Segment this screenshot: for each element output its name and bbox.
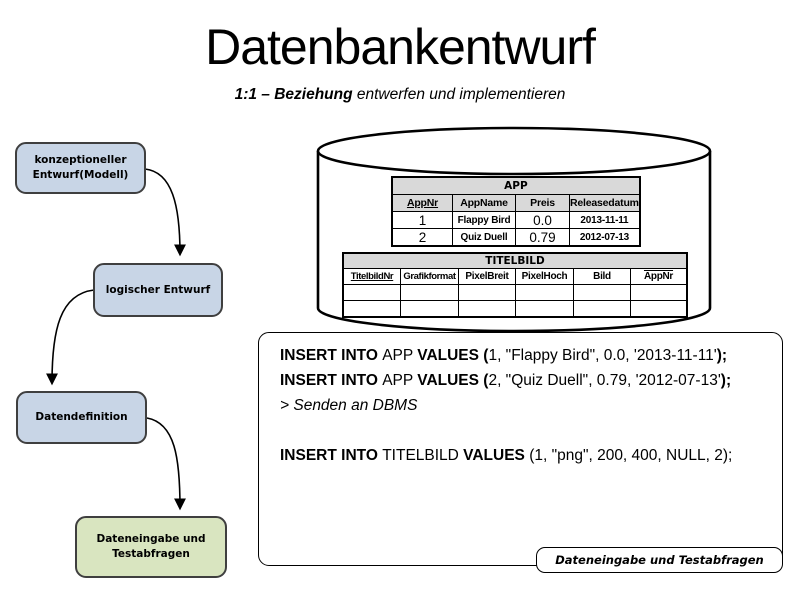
column-header-releasedatum: Releasedatum: [569, 194, 640, 212]
empty-cell: [400, 300, 459, 317]
empty-cell: [630, 300, 687, 317]
cell: Flappy Bird: [452, 211, 516, 229]
sql-code-box: INSERT INTO APP VALUES (1, "Flappy Bird"…: [258, 332, 783, 566]
sql-line-2: INSERT INTO APP VALUES (2, "Quiz Duell",…: [280, 368, 782, 393]
empty-cell: [573, 284, 631, 301]
cell: 0.0: [515, 211, 570, 229]
sql-keyword: INSERT INTO: [280, 447, 383, 464]
sql-keyword: INSERT INTO: [280, 372, 383, 389]
slide-subtitle: 1:1 – Beziehung entwerfen und implementi…: [0, 86, 800, 104]
sql-table-name: APP: [382, 372, 418, 389]
cell: Quiz Duell: [452, 228, 516, 246]
app-header-row: AppNr AppName Preis Releasedatum: [392, 194, 640, 212]
column-header-preis: Preis: [515, 194, 570, 212]
sql-table-name: TITELBILD: [382, 447, 464, 464]
column-header-appnr: AppNr: [392, 194, 453, 212]
sql-keyword: INSERT INTO: [280, 347, 383, 364]
column-header-grafikformat: Grafikformat: [400, 268, 459, 285]
app-table: APP AppNr AppName Preis Releasedatum 1 F…: [391, 176, 641, 247]
sql-note-senden-an-dbms: > Senden an DBMS: [280, 397, 418, 414]
cell: 2012-07-13: [569, 228, 640, 246]
empty-cell: [458, 284, 516, 301]
flow-node-dateneingabe-testabfragen: Dateneingabe und Testabfragen: [75, 516, 227, 578]
flow-node-label: konzeptioneller Entwurf(Modell): [32, 154, 129, 181]
empty-cell: [458, 300, 516, 317]
empty-cell: [400, 284, 459, 301]
sql-table-name: APP: [382, 347, 418, 364]
empty-cell: [573, 300, 631, 317]
empty-cell: [343, 284, 401, 301]
sql-line-4: INSERT INTO TITELBILD VALUES (1, "png", …: [280, 443, 782, 468]
sql-values: (1, "png", 200, 400, NULL, 2);: [529, 447, 733, 464]
cell: 1: [392, 211, 453, 229]
sql-keyword: VALUES: [463, 447, 530, 464]
app-table-title: APP: [392, 177, 640, 195]
flow-node-label: logischer Entwurf: [105, 283, 211, 296]
subtitle-emphasis: 1:1 – Beziehung: [234, 86, 353, 103]
empty-cell: [515, 300, 574, 317]
table-row: 1 Flappy Bird 0.0 2013-11-11: [392, 211, 640, 229]
flow-node-label: Dateneingabe und Testabfragen: [96, 533, 206, 560]
cell: 2: [392, 228, 453, 246]
titelbild-table-title: TITELBILD: [343, 253, 687, 269]
column-header-appname: AppName: [452, 194, 516, 212]
table-row: 2 Quiz Duell 0.79 2012-07-13: [392, 228, 640, 246]
cell: 0.79: [515, 228, 570, 246]
sql-values: 1, "Flappy Bird", 0.0, '2013-11-11': [488, 347, 717, 364]
sql-terminator: );: [720, 372, 732, 389]
empty-cell: [515, 284, 574, 301]
footer-label: Dateneingabe und Testabfragen: [536, 547, 783, 573]
titelbild-header-row: TitelbildNr Grafikformat PixelBreit Pixe…: [343, 268, 687, 285]
column-header-pixelhoch: PixelHoch: [515, 268, 574, 285]
sql-values: 2, "Quiz Duell", 0.79, '2012-07-13': [488, 372, 721, 389]
flow-node-konzeptioneller-entwurf: konzeptioneller Entwurf(Modell): [15, 142, 146, 194]
footer-label-text: Dateneingabe und Testabfragen: [555, 553, 764, 567]
column-header-appnr-fk: AppNr: [630, 268, 687, 285]
column-header-bild: Bild: [573, 268, 631, 285]
empty-cell: [343, 300, 401, 317]
flow-node-label: Datendefinition: [35, 411, 128, 423]
subtitle-rest: entwerfen und implementieren: [352, 86, 566, 103]
flow-arrow-1: [144, 168, 186, 257]
sql-line-1: INSERT INTO APP VALUES (1, "Flappy Bird"…: [280, 343, 782, 368]
sql-keyword: VALUES (: [417, 347, 489, 364]
flow-arrow-2: [46, 289, 95, 386]
table-row: [343, 300, 687, 317]
sql-terminator: );: [716, 347, 728, 364]
empty-cell: [630, 284, 687, 301]
titelbild-table: TITELBILD TitelbildNr Grafikformat Pixel…: [342, 252, 688, 318]
table-row: [343, 284, 687, 301]
column-header-pixelbreit: PixelBreit: [458, 268, 516, 285]
column-header-titelbildnr: TitelbildNr: [343, 268, 401, 285]
page-title: Datenbankentwurf: [205, 19, 596, 75]
sql-blank-line: [280, 418, 782, 443]
cell: 2013-11-11: [569, 211, 640, 229]
flow-node-datendefinition: Datendefinition: [16, 391, 147, 444]
sql-keyword: VALUES (: [417, 372, 489, 389]
flow-arrow-3: [146, 417, 186, 511]
flow-node-logischer-entwurf: logischer Entwurf: [93, 263, 223, 317]
